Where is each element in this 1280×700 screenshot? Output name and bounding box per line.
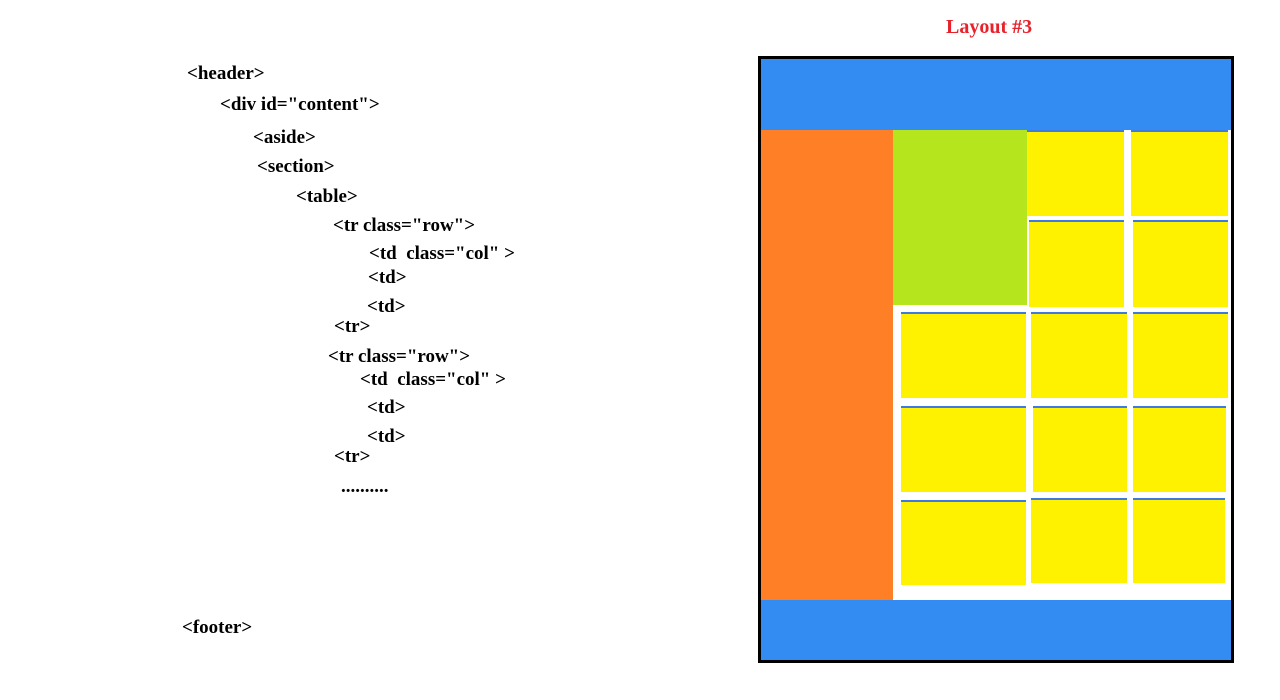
aside-region [761,130,893,600]
code-line-tr-close-1: <tr> [334,316,371,337]
code-line-content-div: <div id="content"> [220,94,380,115]
table-cells [901,130,1228,585]
table-cell-6 [1031,313,1127,398]
layout-frame [758,56,1234,663]
table-cell-12 [1031,499,1127,583]
code-line-section: <section> [257,156,335,177]
table-cell-4 [1133,221,1228,307]
code-line-td-1b: <td> [367,296,406,317]
code-line-td-2a: <td> [367,397,406,418]
code-line-td-1a: <td> [368,267,407,288]
table-cell-5 [901,313,1026,398]
table-cell-7 [1133,313,1228,398]
footer-region [761,600,1231,660]
layout-diagram [761,59,1231,660]
table-cell-11 [901,501,1026,585]
table-cell-2 [1131,131,1228,216]
table-cell-1 [1027,131,1124,216]
code-line-tr-close-2: <tr> [334,446,371,467]
code-line-header: <header> [187,63,265,84]
code-line-td-col-2: <td class="col" > [360,369,506,390]
code-line-footer: <footer> [182,617,253,638]
code-line-aside: <aside> [253,127,316,148]
header-region [761,59,1231,130]
table-cell-3 [1029,221,1124,307]
layout-title: Layout #3 [946,16,1033,38]
code-line-tr-row-2: <tr class="row"> [328,346,471,367]
table-cell-9 [1033,407,1127,492]
code-line-tr-row-1: <tr class="row"> [333,215,476,236]
code-line-ellipsis: .......... [341,476,389,497]
code-line-td-2b: <td> [367,426,406,447]
table-cell-8 [901,407,1026,492]
code-line-td-col-1: <td class="col" > [369,243,515,264]
code-line-table: <table> [296,186,358,207]
table-cell-13 [1133,499,1225,583]
table-cell-10 [1133,407,1226,492]
section-region [893,130,1027,305]
